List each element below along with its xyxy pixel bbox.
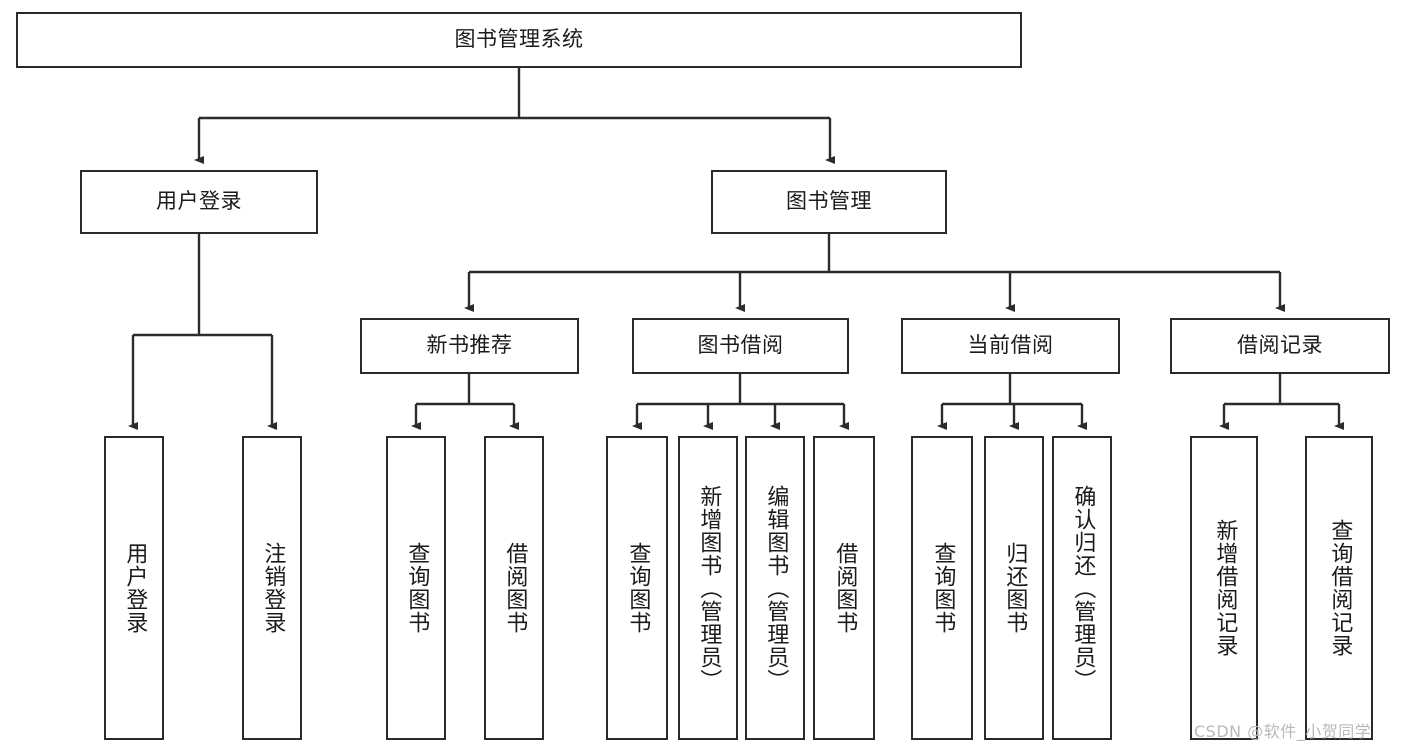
node-leaf-add-book-admin[interactable]: 新增图书（管理员） (678, 436, 738, 740)
node-leaf-return-book[interactable]: 归还图书 (984, 436, 1044, 740)
node-level1-user-login[interactable]: 用户登录 (80, 170, 318, 234)
watermark-text: CSDN @软件_小贺同学 (1194, 722, 1372, 741)
node-leaf-query-borrow-record-label: 查询借阅记录 (1327, 519, 1353, 657)
node-leaf-borrow-book-recommend[interactable]: 借阅图书 (484, 436, 544, 740)
node-leaf-query-book-borrow-label: 查询图书 (625, 542, 651, 634)
node-level1-book-management-label: 图书管理 (786, 189, 872, 214)
node-leaf-borrow-book-recommend-label: 借阅图书 (502, 542, 528, 634)
node-leaf-logout[interactable]: 注销登录 (242, 436, 302, 740)
node-leaf-confirm-return-admin-label: 确认归还（管理员） (1070, 484, 1096, 692)
node-leaf-edit-book-admin[interactable]: 编辑图书（管理员） (745, 436, 805, 740)
node-root[interactable]: 图书管理系统 (16, 12, 1022, 68)
node-leaf-user-login[interactable]: 用户登录 (104, 436, 164, 740)
node-leaf-query-book-recommend[interactable]: 查询图书 (386, 436, 446, 740)
node-level2-book-borrow-label: 图书借阅 (697, 333, 784, 358)
node-leaf-add-borrow-record-label: 新增借阅记录 (1212, 519, 1238, 657)
node-leaf-edit-book-admin-label: 编辑图书（管理员） (763, 484, 789, 692)
node-leaf-add-borrow-record[interactable]: 新增借阅记录 (1190, 436, 1258, 740)
node-root-label: 图书管理系统 (454, 27, 584, 52)
node-leaf-borrow-book-label: 借阅图书 (832, 542, 858, 634)
node-leaf-user-login-label: 用户登录 (122, 542, 148, 634)
node-level2-current-borrow[interactable]: 当前借阅 (901, 318, 1120, 374)
node-level2-new-book-recommend-label: 新书推荐 (426, 333, 513, 358)
node-level2-book-borrow[interactable]: 图书借阅 (632, 318, 849, 374)
node-leaf-confirm-return-admin[interactable]: 确认归还（管理员） (1052, 436, 1112, 740)
node-leaf-query-book-borrow[interactable]: 查询图书 (606, 436, 668, 740)
node-level2-borrow-record[interactable]: 借阅记录 (1170, 318, 1390, 374)
node-level1-book-management[interactable]: 图书管理 (711, 170, 947, 234)
node-leaf-query-book-current-label: 查询图书 (930, 542, 956, 634)
node-leaf-borrow-book[interactable]: 借阅图书 (813, 436, 875, 740)
node-level2-borrow-record-label: 借阅记录 (1237, 333, 1323, 358)
node-leaf-logout-label: 注销登录 (260, 542, 286, 634)
node-leaf-return-book-label: 归还图书 (1002, 542, 1028, 634)
node-leaf-query-borrow-record[interactable]: 查询借阅记录 (1305, 436, 1373, 740)
node-leaf-query-book-recommend-label: 查询图书 (404, 542, 430, 634)
node-leaf-add-book-admin-label: 新增图书（管理员） (696, 484, 722, 692)
node-leaf-query-book-current[interactable]: 查询图书 (911, 436, 973, 740)
node-level2-new-book-recommend[interactable]: 新书推荐 (360, 318, 579, 374)
node-level2-current-borrow-label: 当前借阅 (967, 333, 1054, 358)
node-level1-user-login-label: 用户登录 (156, 189, 242, 214)
